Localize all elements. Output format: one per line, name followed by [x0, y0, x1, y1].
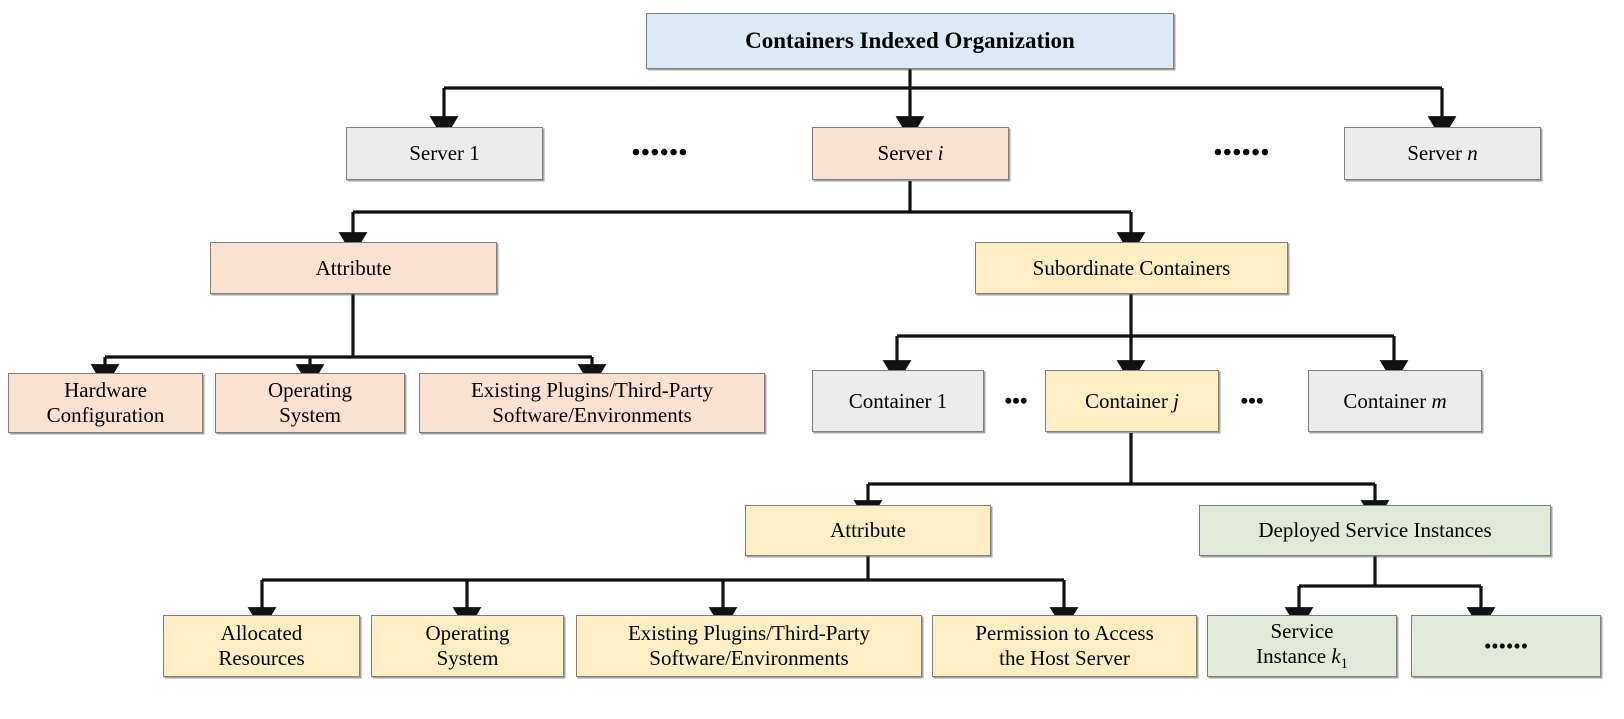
node-permission-host-server[interactable]: Permission to Access the Host Server	[932, 615, 1197, 677]
node-label: Subordinate Containers	[1032, 255, 1231, 280]
node-label: Operating System	[268, 378, 352, 427]
node-container-attribute[interactable]: Attribute	[745, 505, 991, 556]
node-operating-system-server[interactable]: Operating System	[215, 373, 405, 433]
node-container-1[interactable]: Container 1	[812, 370, 984, 432]
node-server-i[interactable]: Server i	[812, 127, 1009, 180]
node-label: Allocated Resources	[218, 621, 305, 670]
node-server-n[interactable]: Server n	[1344, 127, 1541, 180]
node-deployed-service-instances[interactable]: Deployed Service Instances	[1199, 505, 1551, 556]
node-label: Permission to Access the Host Server	[975, 621, 1154, 670]
node-label: Operating System	[425, 621, 510, 670]
node-label: Existing Plugins/Third-Party Software/En…	[470, 378, 714, 427]
node-allocated-resources[interactable]: Allocated Resources	[163, 615, 360, 677]
node-server-attribute[interactable]: Attribute	[210, 242, 497, 294]
node-label: Container 1	[848, 388, 948, 413]
node-existing-plugins-server[interactable]: Existing Plugins/Third-Party Software/En…	[419, 373, 765, 433]
node-label: Deployed Service Instances	[1258, 518, 1492, 543]
node-label: Server 1	[409, 141, 480, 166]
node-container-m[interactable]: Container m	[1308, 370, 1482, 432]
node-label: Server n	[1407, 141, 1478, 166]
node-server-1[interactable]: Server 1	[346, 127, 543, 180]
node-service-instance-ellipsis[interactable]: ••••••	[1411, 615, 1601, 677]
container-ellipsis-left: •••	[1004, 388, 1028, 413]
server-ellipsis-right: ••••••	[1213, 140, 1271, 166]
node-root-containers-indexed-organization[interactable]: Containers Indexed Organization	[646, 13, 1174, 69]
node-label: ••••••	[1483, 633, 1529, 658]
node-subordinate-containers[interactable]: Subordinate Containers	[975, 242, 1288, 294]
node-label: Server i	[877, 141, 944, 166]
server-ellipsis-left: ••••••	[631, 140, 689, 166]
node-label: Hardware Configuration	[46, 378, 165, 427]
node-label: Container j	[1085, 388, 1179, 413]
node-label: Container m	[1343, 388, 1447, 413]
node-label: Attribute	[315, 255, 392, 280]
node-label: Containers Indexed Organization	[745, 28, 1075, 54]
node-label: Attribute	[830, 518, 906, 543]
node-label: Existing Plugins/Third-Party Software/En…	[627, 621, 871, 670]
node-operating-system-container[interactable]: Operating System	[371, 615, 564, 677]
node-hardware-configuration[interactable]: Hardware Configuration	[8, 373, 203, 433]
container-ellipsis-right: •••	[1240, 388, 1264, 413]
node-container-j[interactable]: Container j	[1045, 370, 1219, 432]
node-existing-plugins-container[interactable]: Existing Plugins/Third-Party Software/En…	[576, 615, 922, 677]
